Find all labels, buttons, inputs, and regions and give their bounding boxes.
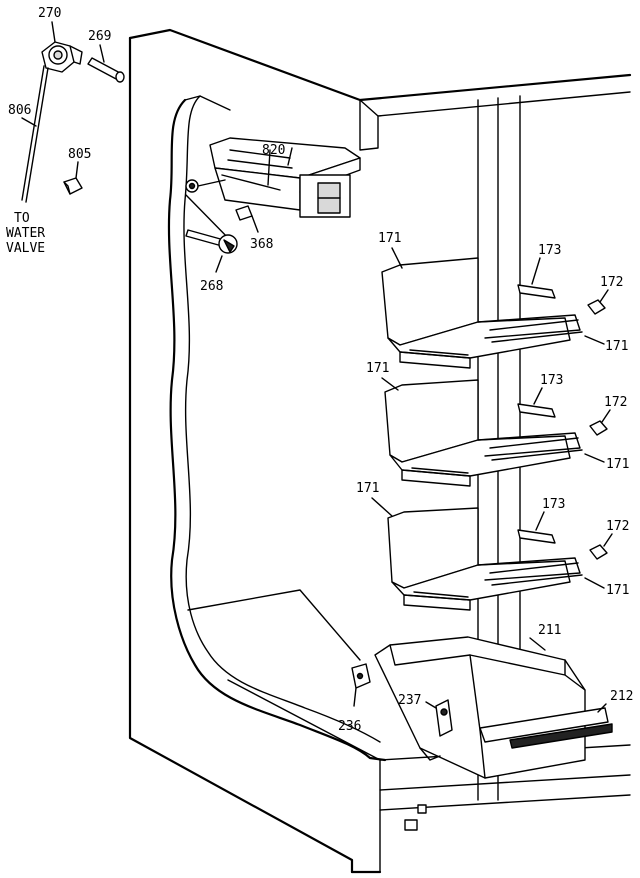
leader-212 [597,703,607,713]
label-805: 805 [68,147,91,162]
door-bin-lower [387,507,583,611]
label-237: 237 [398,693,421,708]
label-806: 806 [8,103,31,118]
label-269: 269 [88,29,111,44]
part-211-bottom-bin [374,636,613,779]
label-236: 236 [338,719,361,734]
part-806-water-line [21,65,49,203]
label-172-top: 172 [600,275,623,290]
part-820-bracket [209,137,361,218]
label-212: 212 [610,689,633,704]
part-236-bracket [351,663,371,707]
label-171-top-right: 171 [605,339,628,354]
part-173-rails [517,257,556,544]
label-172-low: 172 [606,519,629,534]
label-valve: VALVE [6,241,45,256]
label-171-top-left: 171 [378,231,401,246]
door-bin-top [381,257,583,369]
part-269-tube [87,44,125,83]
label-268: 268 [200,279,223,294]
label-171-low-left: 171 [356,481,379,496]
label-173-low: 173 [542,497,565,512]
label-211: 211 [538,623,561,638]
label-173-mid: 173 [540,373,563,388]
label-171-low-right: 171 [606,583,629,598]
label-820: 820 [262,143,285,158]
part-805-clip [63,161,83,195]
label-to: TO [14,211,30,226]
door-gasket [167,95,387,762]
label-173-top: 173 [538,243,561,258]
label-368: 368 [250,237,273,252]
label-171-mid-right: 171 [606,457,629,472]
part-237-hinge [425,699,453,737]
part-368-clip [235,205,259,233]
bracket-fitting [185,179,236,246]
label-270: 270 [38,6,61,21]
part-270-elbow [41,21,83,73]
door-bin-middle [384,379,583,487]
label-water: WATER [6,226,45,241]
part-172-clips [587,289,613,560]
part-268-pin [185,229,238,273]
bin-leaders [371,247,605,589]
label-171-mid-left: 171 [366,361,389,376]
label-172-mid: 172 [604,395,627,410]
